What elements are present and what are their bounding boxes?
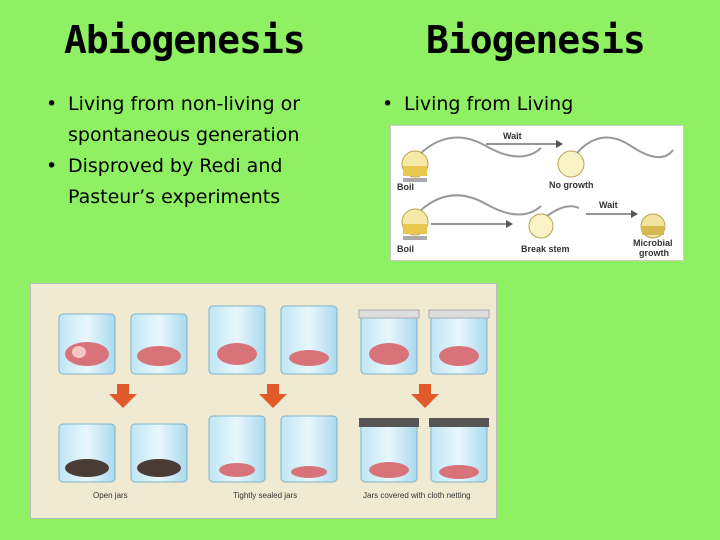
arrow-wait-top <box>486 140 563 148</box>
abiogenesis-bullet-list: Living from non-living or spontaneous ge… <box>40 89 360 213</box>
jar-sealed-result-2 <box>280 415 338 483</box>
label-wait-top: Wait <box>503 131 522 141</box>
arrow-open <box>109 384 137 408</box>
jar-cloth-1 <box>358 309 420 375</box>
pasteur-diagram: Wait Boil No growth Wait Boil Break stem <box>397 131 674 258</box>
flask-microbial-growth <box>640 213 666 239</box>
bullet-item: Disproved by Redi and Pasteur’s experime… <box>40 151 360 213</box>
jar-sealed-2 <box>280 305 338 375</box>
jar-open-2 <box>130 313 188 375</box>
label-sealed-jars: Tightly sealed jars <box>233 491 297 500</box>
flask-bottom-left <box>401 194 542 240</box>
flask-top-left <box>401 136 542 182</box>
biogenesis-heading: Biogenesis <box>426 18 646 62</box>
bullet-item: Living from Living <box>376 89 706 120</box>
jar-sealed-1 <box>208 305 266 375</box>
label-open-jars: Open jars <box>93 491 128 500</box>
jar-cloth-2 <box>428 309 490 375</box>
jar-sealed-result-1 <box>208 415 266 483</box>
jar-cloth-result-2 <box>429 418 489 483</box>
label-cloth-jars: Jars covered with cloth netting <box>363 491 471 500</box>
arrow-cloth <box>411 384 439 408</box>
pasteur-experiment-figure: Wait Boil No growth Wait Boil Break stem <box>390 125 684 261</box>
label-wait-bottom: Wait <box>599 200 618 210</box>
arrow-boil-break <box>431 220 513 228</box>
label-boil-top: Boil <box>397 182 414 192</box>
flask-top-right <box>557 136 674 178</box>
jar-open-maggots-1 <box>58 423 116 483</box>
arrow-sealed <box>259 384 287 408</box>
jar-open-1 <box>58 313 116 375</box>
jar-cloth-result-1 <box>359 418 419 483</box>
abiogenesis-heading: Abiogenesis <box>64 18 306 62</box>
redi-diagram: Open jars Tightly sealed jars Jars cover… <box>58 305 490 500</box>
jar-open-maggots-2 <box>130 423 188 483</box>
label-no-growth: No growth <box>549 180 594 190</box>
label-boil-bottom: Boil <box>397 244 414 254</box>
label-growth: growth <box>639 248 669 258</box>
label-break-stem: Break stem <box>521 244 570 254</box>
flask-broken-stem <box>528 205 580 239</box>
biogenesis-bullet-list: Living from Living <box>376 89 706 120</box>
redi-experiment-figure: Open jars Tightly sealed jars Jars cover… <box>30 283 497 519</box>
label-microbial: Microbial <box>633 238 673 248</box>
bullet-item: Living from non-living or spontaneous ge… <box>40 89 360 151</box>
arrow-wait-bottom <box>586 210 638 218</box>
